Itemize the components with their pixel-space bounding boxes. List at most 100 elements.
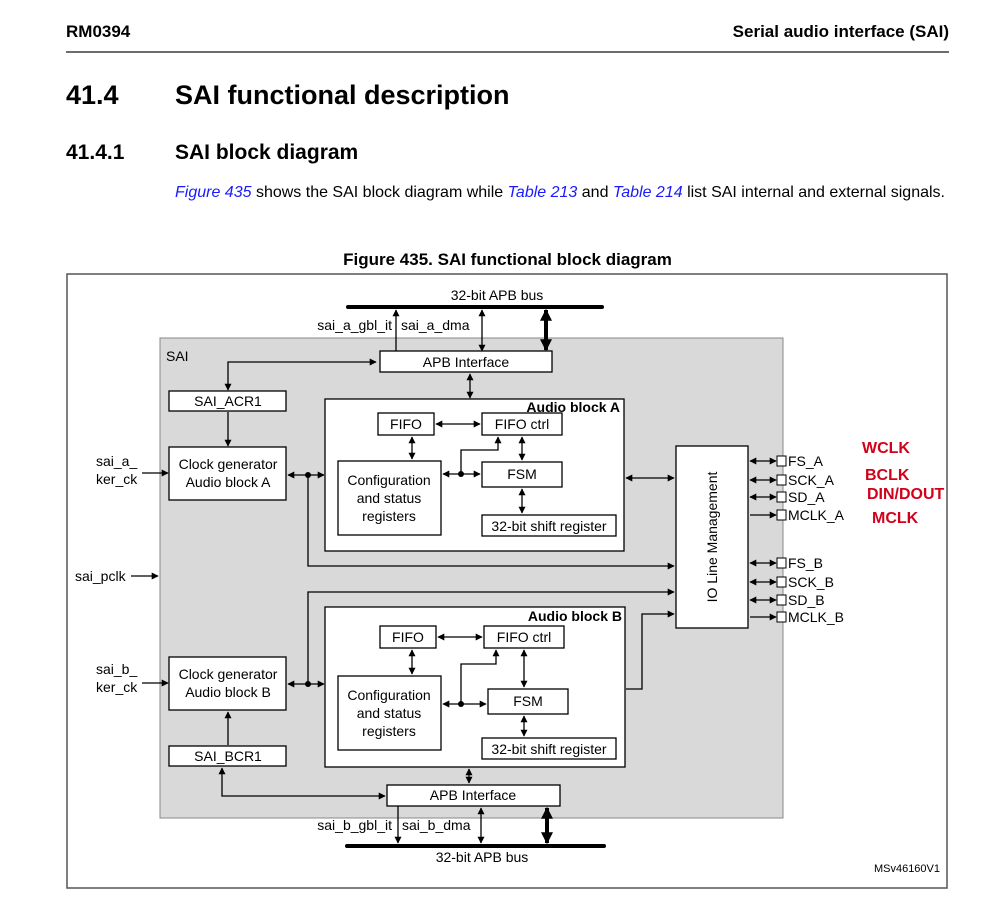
clock-generator-b-line2: Audio block B bbox=[185, 684, 271, 700]
pin-pad-icon bbox=[776, 474, 787, 486]
fifo-a bbox=[377, 412, 435, 436]
sai-a-ker-ck-label-2: ker_ck bbox=[96, 471, 138, 487]
sai-b-ker-ck-label-2: ker_ck bbox=[96, 679, 138, 695]
intro-paragraph: Figure 435 shows the SAI block diagram w… bbox=[175, 181, 965, 204]
running-section-title: Serial audio interface (SAI) bbox=[732, 22, 949, 41]
fifo-a-label: FIFO bbox=[390, 416, 422, 432]
pin-label-sck-a: SCK_A bbox=[788, 472, 835, 488]
document-id: RM0394 bbox=[66, 22, 131, 41]
io-line-management-label: IO Line Management bbox=[704, 472, 720, 603]
bcr1-to-bottom-apb-line bbox=[218, 767, 386, 800]
header-rule bbox=[66, 51, 949, 53]
clock-generator-a bbox=[168, 446, 287, 501]
sai-a-gbl-it-label: sai_a_gbl_it bbox=[317, 317, 392, 333]
figure-caption: Figure 435. SAI functional block diagram bbox=[343, 250, 672, 269]
audio-block-b-title: Audio block B bbox=[528, 608, 622, 624]
bottom-apb-interface bbox=[386, 784, 561, 807]
config-a-line3: registers bbox=[362, 508, 416, 524]
top-apb-interface bbox=[379, 350, 553, 373]
pin-pad-icon bbox=[776, 491, 787, 503]
pin-label-sd-b: SD_B bbox=[788, 592, 825, 608]
top-apb-interface-label: APB Interface bbox=[423, 354, 510, 370]
figure-id-label: MSv46160V1 bbox=[874, 863, 940, 875]
config-registers-a bbox=[337, 460, 442, 536]
pin-pad-icon bbox=[776, 576, 787, 588]
clock-generator-a-line1: Clock generator bbox=[179, 456, 278, 472]
sai-label: SAI bbox=[166, 348, 189, 364]
io-line-management bbox=[675, 445, 749, 629]
annotation-wclk: WCLK bbox=[862, 440, 910, 457]
config-a-line1: Configuration bbox=[347, 472, 430, 488]
clock-a-to-io-line bbox=[307, 475, 675, 570]
shift-register-b-label: 32-bit shift register bbox=[491, 741, 606, 757]
fifo-ctrl-a-label: FIFO ctrl bbox=[495, 416, 549, 432]
sai-b-gbl-it-label: sai_b_gbl_it bbox=[317, 817, 392, 833]
pin-label-mclk-a: MCLK_A bbox=[788, 507, 845, 523]
shift-register-b bbox=[481, 737, 617, 760]
top-bus-label: 32-bit APB bus bbox=[451, 287, 544, 303]
annotation-mclk: MCLK bbox=[872, 510, 919, 527]
clock-b-to-io-line bbox=[307, 588, 675, 684]
sai-pclk-label: sai_pclk bbox=[75, 568, 127, 584]
pin-label-fs-a: FS_A bbox=[788, 453, 824, 469]
clock-generator-a-line2: Audio block A bbox=[186, 474, 271, 490]
sai-bcr1-register bbox=[168, 745, 287, 767]
config-b-line1: Configuration bbox=[347, 687, 430, 703]
top-apb-to-acr-line bbox=[224, 358, 377, 391]
shift-register-a-label: 32-bit shift register bbox=[491, 518, 606, 534]
sai-bcr1-label: SAI_BCR1 bbox=[194, 748, 262, 764]
shift-register-a bbox=[481, 514, 617, 537]
fsm-b bbox=[487, 688, 569, 715]
annotation-group: WCLK BCLK DIN/DOUT MCLK bbox=[862, 440, 945, 527]
annotation-bclk: BCLK bbox=[865, 467, 910, 484]
pin-pad-icon bbox=[776, 509, 787, 521]
fifo-ctrl-b bbox=[483, 625, 565, 649]
fifo-ctrl-a bbox=[481, 412, 563, 436]
fifo-b bbox=[379, 625, 437, 649]
subsection-title: SAI block diagram bbox=[175, 141, 359, 164]
pin-pad-icon bbox=[776, 594, 787, 606]
block-b-to-io-line bbox=[626, 610, 675, 690]
figure-link[interactable]: Figure 435 bbox=[175, 184, 252, 201]
config-a-to-fifo-ctrl-line bbox=[460, 436, 502, 474]
paragraph-text: list SAI internal and external signals. bbox=[682, 184, 945, 201]
clock-generator-b bbox=[168, 656, 287, 711]
section-title: SAI functional description bbox=[175, 80, 510, 110]
bottom-apb-interface-label: APB Interface bbox=[430, 787, 517, 803]
config-b-line2: and status bbox=[357, 705, 422, 721]
sai-a-ker-ck-label-1: sai_a_ bbox=[96, 453, 137, 469]
pin-pad-icon bbox=[776, 455, 787, 467]
paragraph-text: shows the SAI block diagram while bbox=[251, 184, 508, 201]
sai-acr1-label: SAI_ACR1 bbox=[194, 393, 262, 409]
pin-label-sck-b: SCK_B bbox=[788, 574, 834, 590]
bottom-bus-label: 32-bit APB bus bbox=[436, 849, 529, 865]
sai-b-dma-label: sai_b_dma bbox=[402, 817, 471, 833]
fsm-b-label: FSM bbox=[513, 693, 543, 709]
annotation-din-dout: DIN/DOUT bbox=[867, 486, 945, 503]
sai-a-dma-label: sai_a_dma bbox=[401, 317, 470, 333]
pin-label-mclk-b: MCLK_B bbox=[788, 609, 844, 625]
clock-generator-b-line1: Clock generator bbox=[179, 666, 278, 682]
config-b-line3: registers bbox=[362, 723, 416, 739]
pin-pad-icon bbox=[776, 611, 787, 623]
junction-dot bbox=[305, 681, 311, 687]
fsm-a-label: FSM bbox=[507, 466, 537, 482]
sai-acr1-register bbox=[168, 390, 287, 412]
section-number: 41.4 bbox=[66, 80, 119, 110]
sai-b-ker-ck-label-1: sai_b_ bbox=[96, 661, 137, 677]
audio-block-a-title: Audio block A bbox=[526, 399, 620, 415]
config-b-to-fifo-ctrl-line bbox=[460, 649, 500, 704]
pin-pad-icon bbox=[776, 557, 787, 569]
config-registers-b bbox=[337, 675, 442, 751]
fifo-ctrl-b-label: FIFO ctrl bbox=[497, 629, 551, 645]
pin-label-fs-b: FS_B bbox=[788, 555, 823, 571]
table-link[interactable]: Table 214 bbox=[612, 184, 683, 201]
config-a-line2: and status bbox=[357, 490, 422, 506]
pin-label-sd-a: SD_A bbox=[788, 489, 825, 505]
subsection-number: 41.4.1 bbox=[66, 141, 125, 164]
fsm-a bbox=[481, 461, 563, 488]
paragraph-text: and bbox=[577, 184, 613, 201]
table-link[interactable]: Table 213 bbox=[507, 184, 578, 201]
